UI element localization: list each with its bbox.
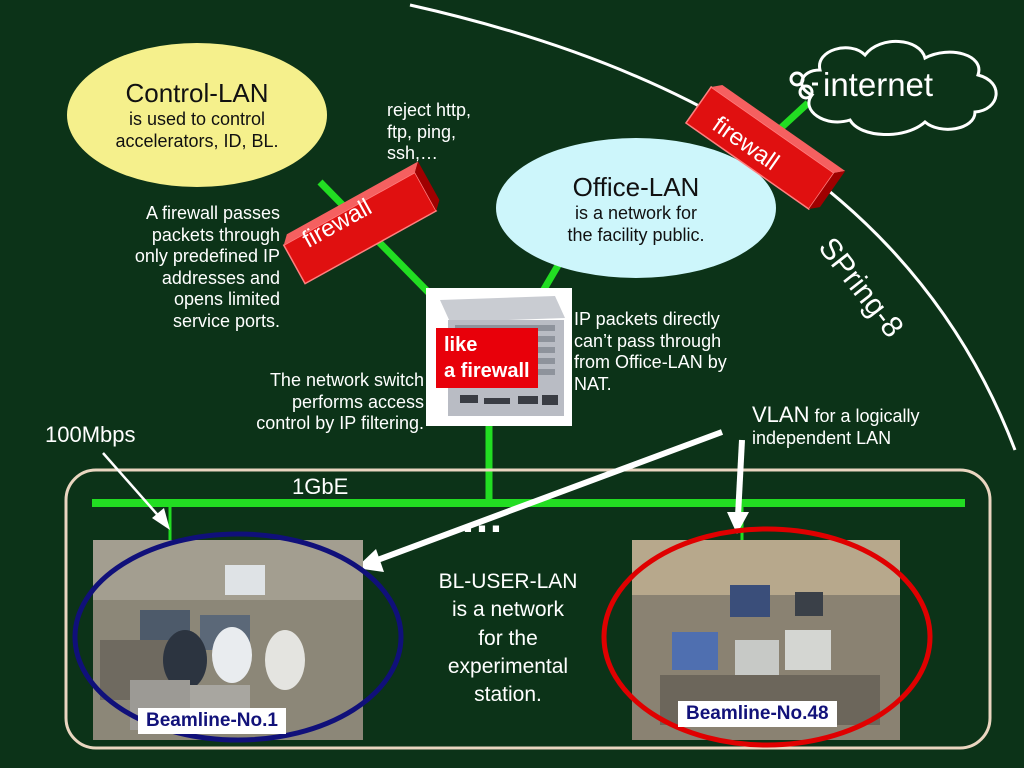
beamline-no48-photo bbox=[632, 540, 900, 740]
nat-note-1: IP packets directly bbox=[574, 309, 720, 329]
nat-note-2: can’t pass through bbox=[574, 330, 722, 351]
control-lan-desc-2: accelerators, ID, BL. bbox=[115, 130, 279, 151]
vlan-desc-2: independent LAN bbox=[752, 428, 892, 449]
internet-cloud bbox=[800, 40, 998, 136]
beamline-no48-label: Beamline-No.48 bbox=[678, 701, 837, 727]
nat-note: IP packets directly can’t pass through f… bbox=[574, 309, 727, 395]
beamline-no1-label: Beamline-No.1 bbox=[138, 708, 286, 734]
firewall-explain-5: opens limited bbox=[173, 289, 280, 310]
speed-1gbe-label: 1GbE bbox=[292, 474, 349, 499]
nat-note-4: NAT. bbox=[574, 373, 612, 394]
like-a-firewall-badge: like a firewall bbox=[436, 328, 538, 388]
reject-note-line-3: ssh,… bbox=[387, 143, 439, 164]
firewall-explain-1: A firewall passes bbox=[145, 203, 280, 223]
bl-user-lan-1: BL-USER-LAN bbox=[438, 570, 578, 593]
badge-line-1: like bbox=[444, 334, 478, 356]
nat-note-3: from Office-LAN by bbox=[574, 352, 727, 373]
vlan-note: VLAN for a logically independent LAN bbox=[752, 402, 920, 450]
arrow-vlan-bl48-head bbox=[727, 512, 749, 534]
control-lan-label: Control-LAN is used to control accelerat… bbox=[67, 78, 327, 152]
firewall-explain-2: packets through bbox=[151, 224, 280, 245]
bl-user-lan-2: is a network bbox=[451, 598, 565, 622]
vlan-desc-1: for a logically bbox=[809, 406, 920, 426]
firewall-explain-4: addresses and bbox=[161, 267, 280, 288]
reject-note-line-1: reject http, bbox=[387, 100, 472, 120]
switch-note-1: The network switch bbox=[269, 370, 424, 390]
control-lan-title: Control-LAN bbox=[125, 78, 269, 108]
internet-link-icon bbox=[789, 71, 818, 100]
beamline-no48-ring bbox=[601, 526, 933, 748]
bl-user-lan-4: experimental bbox=[447, 655, 569, 679]
control-lan-desc-1: is used to control bbox=[128, 109, 266, 130]
office-lan-desc-1: is a network for bbox=[574, 203, 698, 224]
bl-user-lan-3: for the bbox=[478, 626, 538, 650]
office-lan-ellipse bbox=[496, 138, 776, 278]
reject-note-line-2: ftp, ping, bbox=[387, 121, 457, 142]
office-lan-desc-2: the facility public. bbox=[567, 224, 705, 245]
firewall-explain-6: service ports. bbox=[172, 310, 280, 331]
arrow-100mbps-head bbox=[152, 508, 170, 530]
bl-user-lan-5: station. bbox=[474, 683, 542, 707]
switch-note-2: performs access bbox=[291, 391, 424, 412]
badge-line-2: a firewall bbox=[444, 360, 530, 382]
beamline-no1-ring bbox=[72, 531, 404, 743]
speed-100mbps-label: 100Mbps bbox=[45, 422, 136, 447]
firewall-right-box bbox=[684, 84, 846, 211]
arrow-vlan-to-bl1 bbox=[370, 429, 724, 565]
bl-user-lan-label: BL-USER-LAN is a network for the experim… bbox=[405, 568, 611, 710]
reject-note: reject http, ftp, ping, ssh,… bbox=[387, 100, 471, 165]
switch-note: The network switch performs access contr… bbox=[190, 370, 424, 435]
office-lan-title: Office-LAN bbox=[572, 172, 700, 202]
firewall-explanation: A firewall passes packets through only p… bbox=[60, 203, 280, 333]
arrow-100mbps bbox=[102, 452, 164, 522]
vlan-title: VLAN bbox=[752, 402, 810, 427]
switch-note-3: control by IP filtering. bbox=[256, 413, 424, 434]
firewall-left-box bbox=[282, 161, 440, 285]
arrows bbox=[102, 429, 749, 572]
beamline-no1-photo bbox=[93, 540, 363, 740]
office-lan-label: Office-LAN is a network for the facility… bbox=[496, 172, 776, 246]
more-beamlines-ellipsis: … bbox=[460, 493, 504, 542]
internet-label: internet bbox=[823, 66, 934, 103]
arrow-vlan-to-bl48 bbox=[735, 439, 745, 517]
control-lan-ellipse bbox=[67, 43, 327, 187]
firewall-explain-3: only predefined IP bbox=[134, 246, 280, 267]
bl-user-lan-panel bbox=[64, 468, 992, 750]
